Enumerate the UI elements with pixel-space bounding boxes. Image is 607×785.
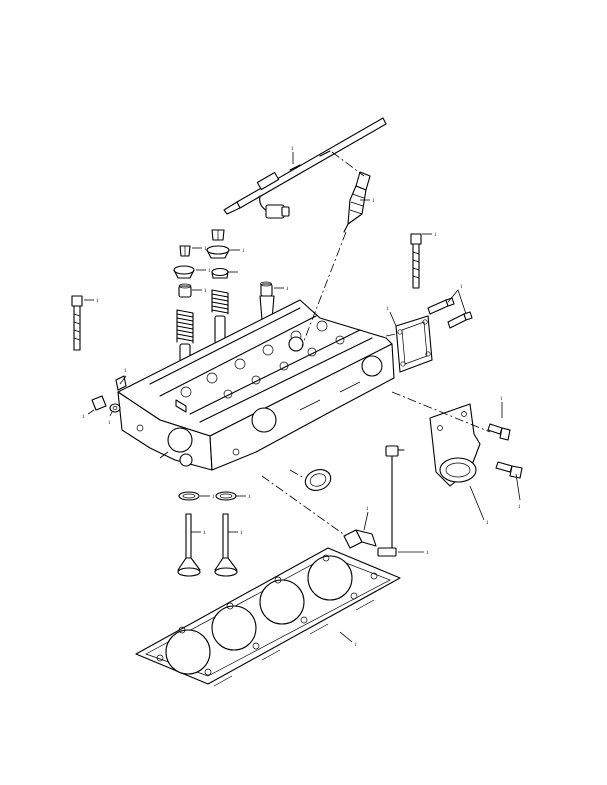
callout-thermostat-housing: 1 bbox=[486, 521, 489, 526]
leader-lines bbox=[84, 152, 521, 643]
valve-keepers bbox=[179, 229, 225, 257]
seat-insert-1 bbox=[178, 491, 200, 501]
plug-lower bbox=[91, 395, 107, 411]
callout-housing-bolt-2: 1 bbox=[518, 505, 521, 510]
callout-head-bolt-right: 1 bbox=[434, 233, 437, 238]
callout-seat-insert-1: 1 bbox=[212, 495, 215, 500]
head-bolt-left bbox=[71, 295, 83, 351]
callout-cover-gasket: 1 bbox=[386, 307, 389, 312]
thermostat-housing bbox=[429, 403, 481, 487]
centre-lines bbox=[261, 151, 491, 537]
callout-valve-seal: 1 bbox=[204, 289, 207, 294]
callout-harness: 1 bbox=[426, 551, 429, 556]
callout-valve-spring: 1 bbox=[242, 249, 245, 254]
housing-bolt-2 bbox=[495, 461, 523, 479]
callout-studs: 1 bbox=[460, 285, 463, 290]
callout-valve-1: 1 bbox=[203, 531, 206, 536]
housing-bolt-1 bbox=[487, 423, 511, 441]
callout-glow-plug: 1 bbox=[372, 199, 375, 204]
callout-housing-bolt-1: 1 bbox=[500, 397, 503, 402]
callout-plug-upper: 1 bbox=[124, 369, 127, 374]
callout-fuel-return-line: 1 bbox=[291, 147, 294, 152]
head-gasket bbox=[135, 547, 401, 687]
fuel-return-line bbox=[223, 117, 387, 219]
head-bolt-right bbox=[410, 233, 422, 289]
callout-temp-sender: 1 bbox=[366, 507, 369, 512]
glow-plug bbox=[343, 171, 371, 233]
callout-head-gasket: 1 bbox=[354, 643, 357, 648]
callout-valve-2: 1 bbox=[240, 531, 243, 536]
temp-sender bbox=[343, 529, 377, 549]
valve-1 bbox=[177, 513, 201, 577]
studs bbox=[427, 297, 473, 329]
valve-2 bbox=[214, 513, 238, 577]
callout-washer: 1 bbox=[108, 421, 111, 426]
callout-plug-lower: 1 bbox=[82, 415, 85, 420]
callout-valve-keepers: 1 bbox=[204, 247, 207, 252]
washer bbox=[109, 403, 121, 413]
seal-ring bbox=[304, 469, 332, 491]
spring-retainer bbox=[173, 245, 230, 279]
valve-spring bbox=[176, 289, 229, 363]
callout-injector-nozzle: 1 bbox=[286, 287, 289, 292]
valve-seal bbox=[178, 281, 273, 298]
harness bbox=[377, 445, 405, 557]
callout-head-bolt-left: 1 bbox=[96, 299, 99, 304]
seat-insert-2 bbox=[215, 491, 237, 501]
callout-spring-retainer: 1 bbox=[208, 269, 211, 274]
callout-labels: 1 1 1 1 1 1 1 1 1 1 1 1 1 1 1 1 1 1 1 1 … bbox=[82, 147, 521, 648]
cover-gasket bbox=[395, 315, 433, 373]
callout-seat-insert-2: 1 bbox=[248, 495, 251, 500]
cylinder-head bbox=[117, 299, 395, 471]
